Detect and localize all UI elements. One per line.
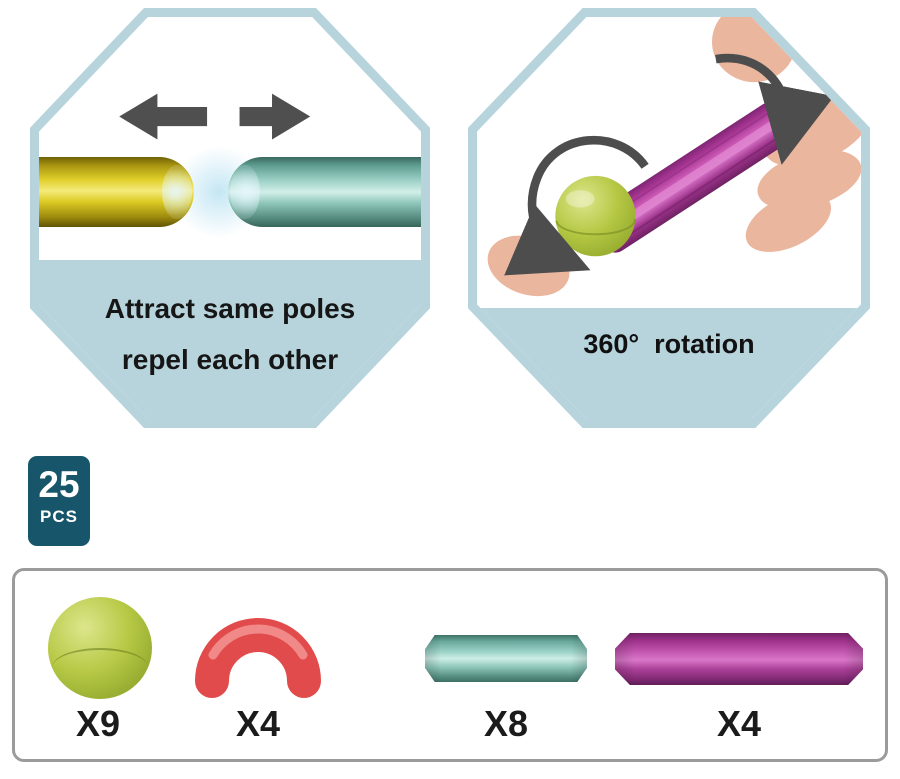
piece-unit: PCS — [40, 507, 78, 526]
curved-arrow-ball-icon — [504, 135, 649, 276]
magenta-stick — [591, 102, 793, 253]
long-stick-part — [615, 633, 863, 685]
red-curve-qty: X4 — [235, 703, 281, 744]
short-stick-part — [425, 635, 587, 682]
panel-attract-repel: Attract same poles repel each other — [30, 8, 430, 428]
rotation-caption: 360° rotation — [583, 329, 755, 359]
short-stick-qty: X8 — [483, 703, 529, 744]
ball-highlight — [565, 190, 595, 208]
piece-count: 25 — [38, 464, 80, 505]
left-arrow-icon — [119, 93, 208, 140]
green-ball-qty: X9 — [75, 703, 121, 744]
hand-fingers — [487, 17, 861, 297]
attract-caption-line1: Attract same poles — [104, 293, 356, 324]
red-curve-part — [195, 618, 321, 698]
piece-count-badge: 25 PCS — [28, 456, 90, 546]
yellow-magnet-stick — [39, 157, 194, 227]
panel-rotation-inner: 360° rotation — [477, 17, 861, 419]
green-ball-part — [48, 597, 152, 699]
curved-arrow-stick-icon — [715, 53, 835, 165]
panel-attract-inner: Attract same poles repel each other — [39, 17, 421, 419]
parts-box: X9 X4 X8 X4 — [12, 568, 888, 762]
right-arrow-icon — [239, 93, 311, 140]
attract-caption-line2: repel each other — [121, 344, 339, 375]
green-ball — [555, 175, 636, 257]
repel-arrows — [119, 93, 311, 140]
teal-magnet-stick — [228, 157, 421, 227]
panel-rotation: 360° rotation — [468, 8, 870, 428]
attract-caption: Attract same poles repel each other — [39, 283, 421, 385]
long-stick-qty: X4 — [716, 703, 762, 744]
